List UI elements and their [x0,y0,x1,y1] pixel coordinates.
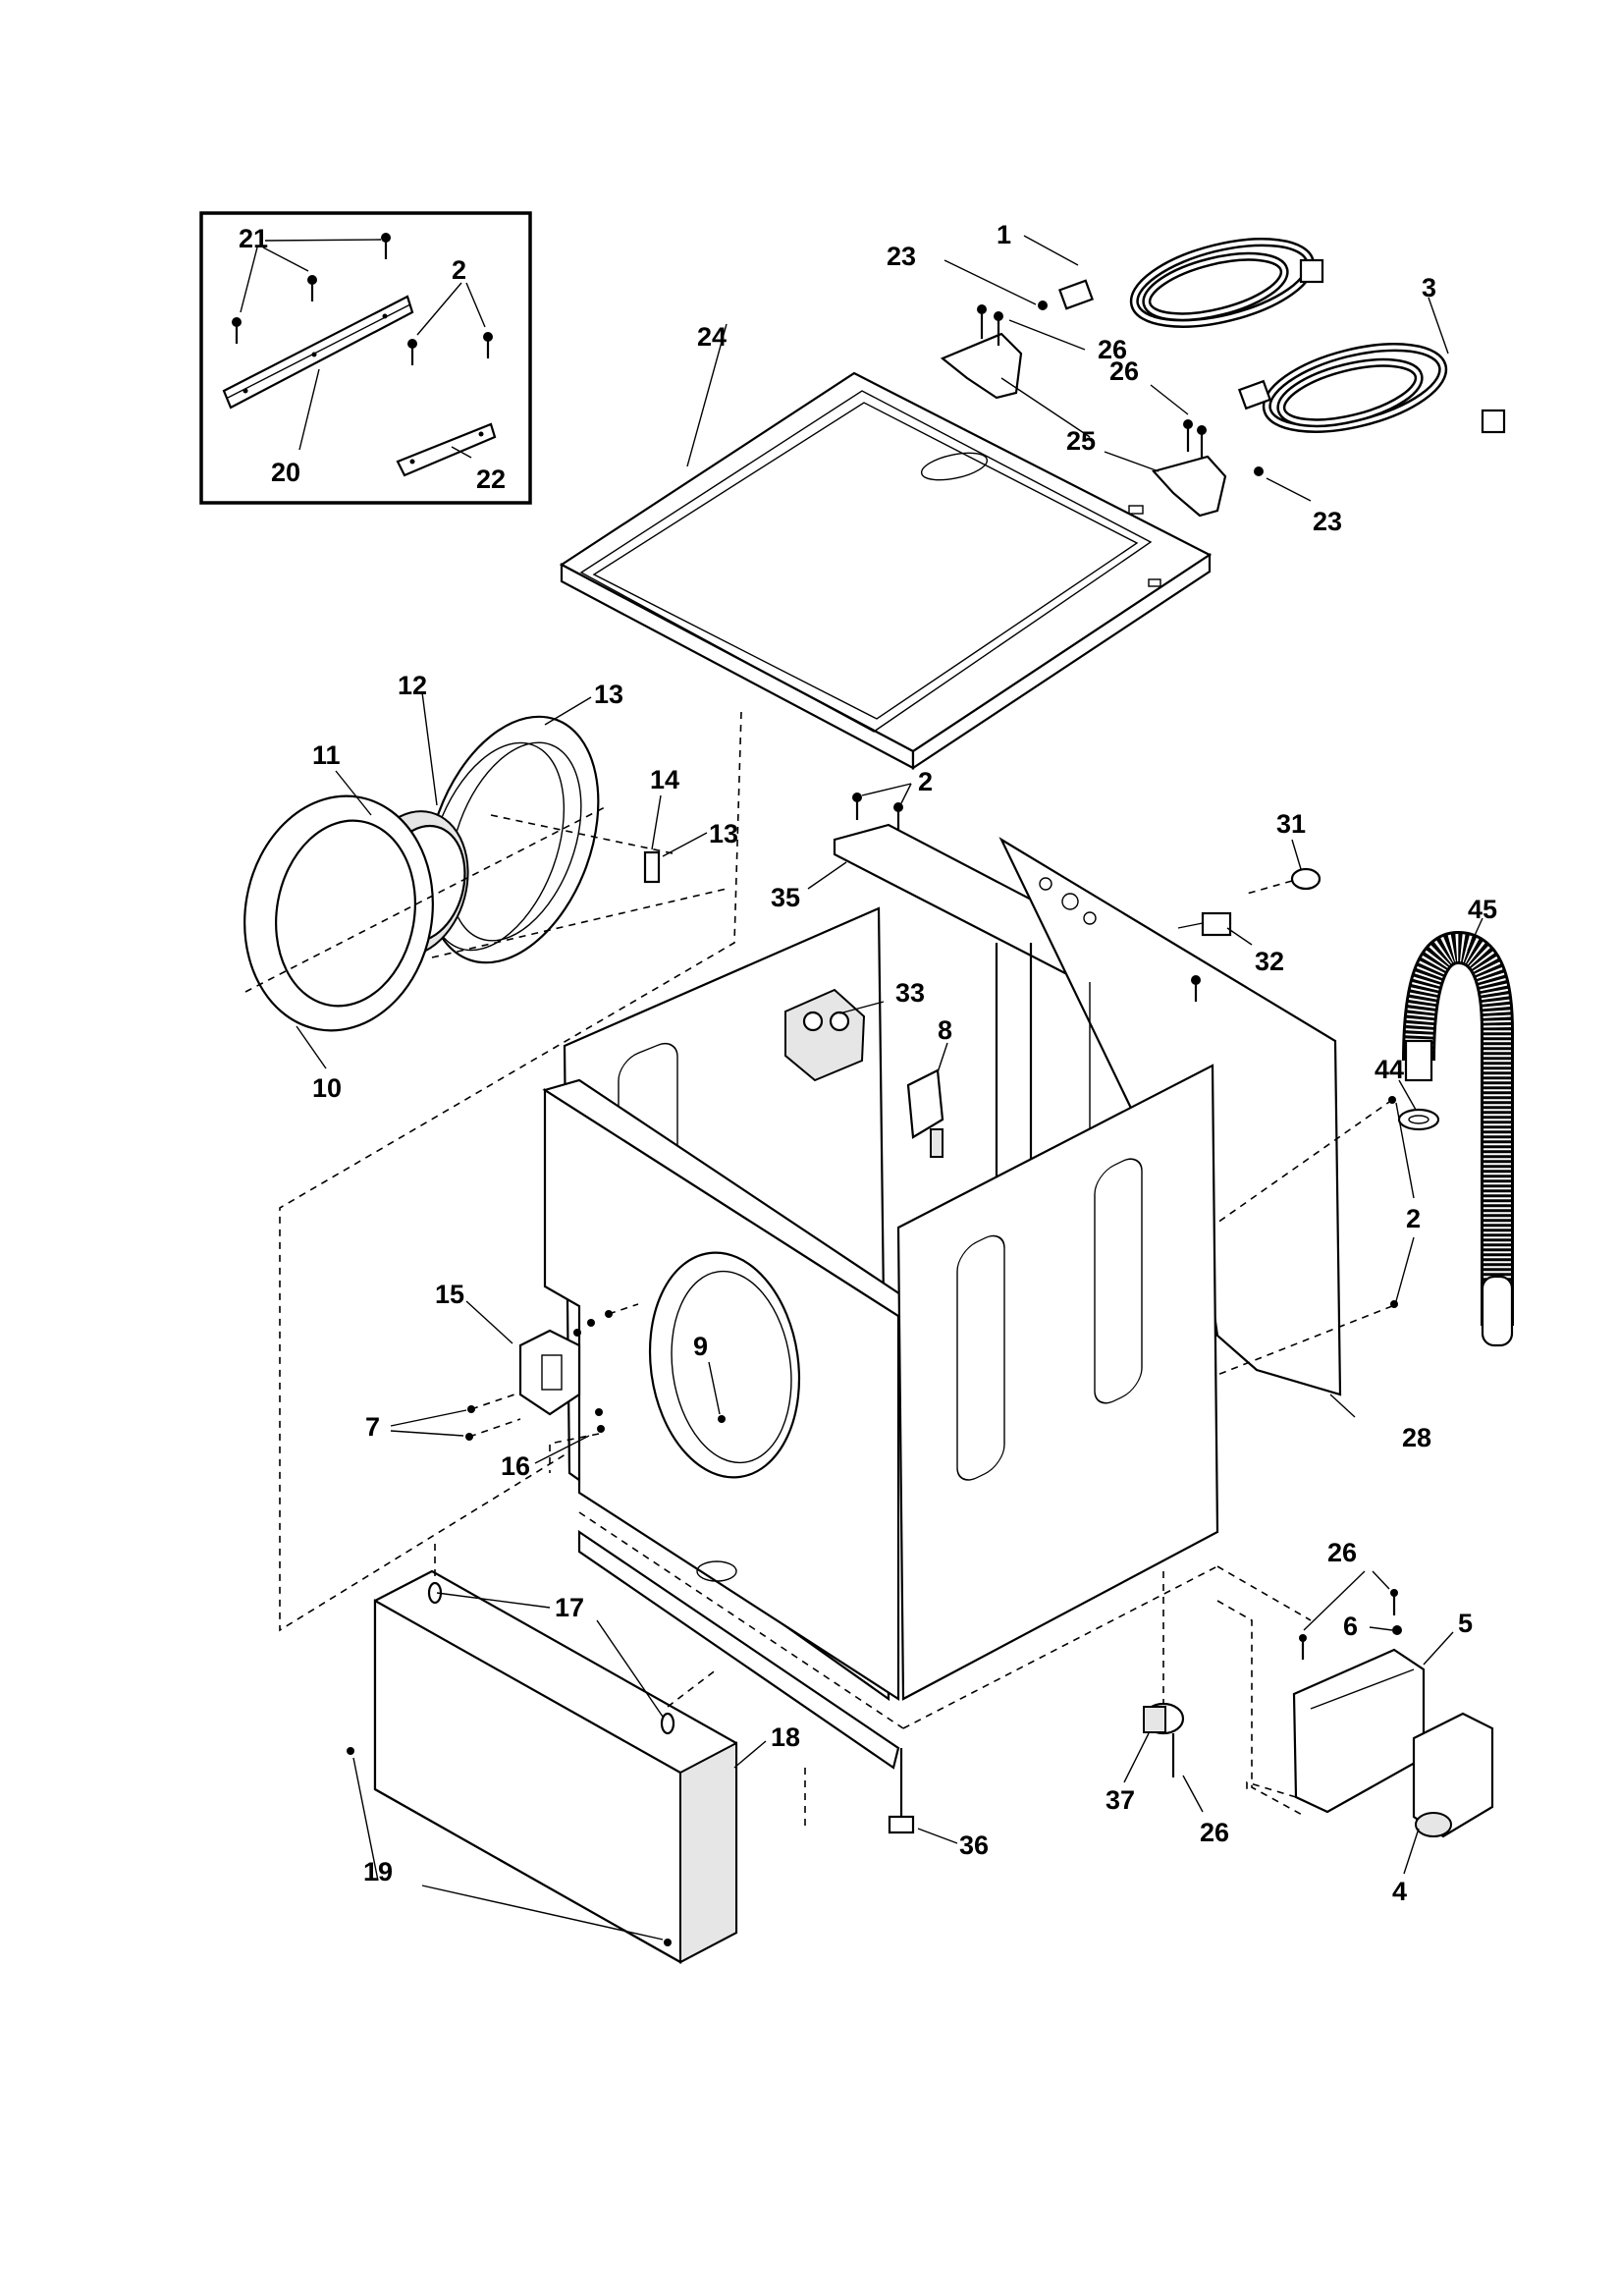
callout-2-right: 2 [1406,1204,1421,1233]
callout-9: 9 [693,1332,708,1361]
callout-16: 16 [501,1451,530,1481]
callout-10: 10 [312,1073,342,1103]
bracket-part-25 [940,332,1227,518]
callout-13-right: 13 [709,819,738,848]
screw-icon [347,1747,672,1946]
callout-28: 28 [1402,1423,1431,1452]
bracket-part-20 [222,295,414,410]
bracket-part-22 [396,422,497,477]
callout-33: 33 [895,978,925,1008]
clip-part-17 [427,1581,675,1735]
inset-detail-box: 21 2 20 22 [199,211,532,505]
callout-22: 22 [476,465,506,494]
callout-26-top: 26 [1098,335,1127,364]
cabinet-frame [542,823,1342,1770]
callout-31: 31 [1276,809,1306,839]
callout-4: 4 [1392,1877,1407,1906]
screw-icon [852,793,1398,1308]
callout-5: 5 [1458,1609,1473,1638]
callout-21: 21 [239,224,268,253]
callout-15: 15 [435,1280,464,1309]
screw-icon [1299,1589,1398,1660]
top-panel-part-24 [559,371,1213,771]
hose-part-1 [1058,238,1324,328]
callout-23-top: 23 [887,242,916,271]
callout-26-right: 26 [1327,1538,1357,1567]
callout-18: 18 [771,1722,800,1752]
callout-2-top: 2 [918,767,933,796]
callout-1: 1 [997,220,1011,249]
callout-11: 11 [312,740,341,770]
callout-36: 36 [959,1831,989,1860]
callout-35: 35 [771,883,800,912]
callout-17: 17 [555,1593,584,1622]
callout-37: 37 [1106,1785,1135,1815]
callout-14: 14 [650,765,679,794]
callout-44: 44 [1375,1055,1404,1084]
leveling-foot-part-36 [888,1748,915,1834]
callout-6: 6 [1343,1612,1358,1641]
callout-19: 19 [363,1857,393,1886]
callout-23-bottom: 23 [1313,507,1342,536]
hose-part-3 [1237,343,1506,434]
callout-2-inset: 2 [452,255,466,285]
screw-icon [977,301,1264,476]
callout-32: 32 [1255,947,1284,976]
callout-26-bottom: 26 [1200,1818,1229,1847]
drain-hose-part-45 [1402,930,1514,1347]
sensor-part-31 [1246,867,1321,895]
callout-3: 3 [1422,273,1436,302]
board-part-8 [906,1068,944,1158]
gasket-part-44 [1397,1108,1440,1131]
callout-24: 24 [697,322,727,352]
kick-panel-part-18 [373,1569,738,1964]
callout-7: 7 [365,1412,380,1442]
callout-12: 12 [398,671,427,700]
callout-45: 45 [1468,895,1497,924]
switch-part-32 [1177,911,1232,937]
callout-26-mid: 26 [1109,356,1139,386]
control-box-part-4 [1412,1712,1494,1838]
callout-25: 25 [1066,426,1096,456]
pump-part-37 [1142,1571,1185,1777]
door-assembly [243,715,728,1032]
door-latch-part-15 [518,1329,581,1416]
callout-8: 8 [938,1015,952,1045]
screw-icon [232,233,493,365]
callout-13-top: 13 [594,680,623,709]
bracket-part-5 [1292,1648,1426,1814]
callout-20: 20 [271,458,300,487]
